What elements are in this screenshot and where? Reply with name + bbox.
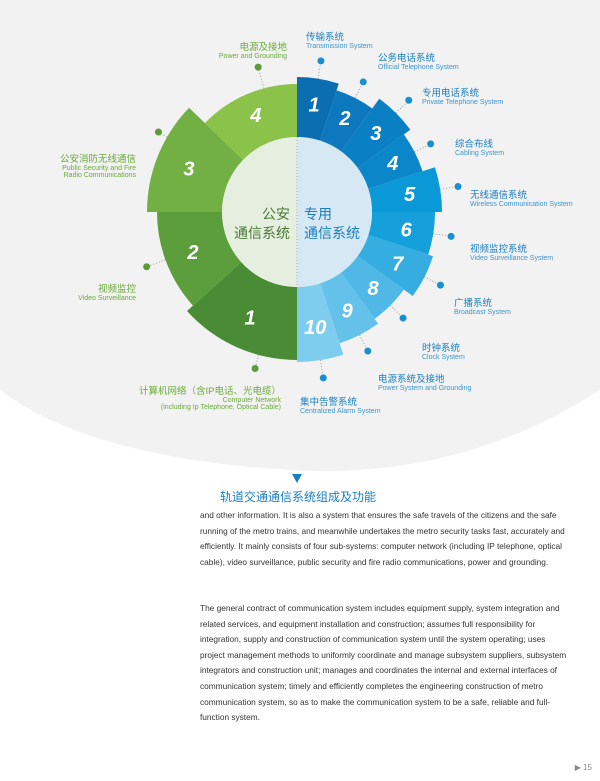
blue-10-arrow-icon <box>319 374 327 382</box>
blue-segment-1 <box>297 77 339 141</box>
blue-segment-7-number: 7 <box>392 253 404 275</box>
left-center-title: 公安通信系统 <box>234 206 290 241</box>
green-1-arrow-icon <box>251 364 259 372</box>
green-3-arrow-icon <box>154 128 162 136</box>
green-2-arrow-icon <box>143 263 151 271</box>
green-segment-1-number: 1 <box>244 308 255 330</box>
blue-segment-6 <box>368 212 435 255</box>
blue-segment-5-number: 5 <box>404 184 416 206</box>
blue-1-arrow-icon <box>317 57 325 65</box>
blue-3-arrow-icon <box>405 96 413 104</box>
blue-segment-3-number: 3 <box>370 123 381 145</box>
right-center-title: 专用通信系统 <box>304 206 360 241</box>
blue-segment-8-number: 8 <box>367 278 379 300</box>
blue-9-arrow-icon <box>364 347 372 355</box>
figure-caption: 轨道交通通信系统组成及功能 <box>220 490 377 504</box>
blue-segment-3 <box>341 98 411 168</box>
paragraph-2: The general contract of communication sy… <box>200 603 567 723</box>
green-segment-4-number: 4 <box>249 105 261 127</box>
green-1-leader <box>254 354 260 369</box>
blue-5-leader <box>440 186 459 190</box>
blue-8-arrow-icon <box>399 314 407 322</box>
page-number: ▶ 15 <box>574 763 592 772</box>
blue-segment-4 <box>357 134 423 189</box>
paragraph-1: and other information. It is also a syst… <box>200 510 565 567</box>
green-segment-2-number: 2 <box>186 242 198 264</box>
blue-segment-6-number: 6 <box>401 219 413 241</box>
blue-segment-2 <box>320 90 373 152</box>
inner-circle-right <box>297 137 372 287</box>
green-segment-4 <box>204 84 297 160</box>
blue-segment-5 <box>368 167 442 212</box>
blue-9-leader <box>359 334 369 352</box>
green-2-leader <box>146 259 166 268</box>
blue-segment-4-number: 4 <box>386 153 398 175</box>
blue-6-arrow-icon <box>447 232 455 240</box>
blue-segment-9 <box>320 272 379 344</box>
blue-segment-10 <box>297 283 344 362</box>
green-4-leader <box>257 66 265 89</box>
blue-segment-1-number: 1 <box>308 94 319 116</box>
blue-6-leader <box>433 233 452 237</box>
blue-5-arrow-icon <box>454 183 462 191</box>
label-computer-network: 计算机网络（含IP电话、光电缆）Computer Network(includi… <box>139 386 281 412</box>
green-segment-3 <box>147 107 244 212</box>
caption-arrow-icon <box>292 474 302 483</box>
blue-2-arrow-icon <box>359 78 367 86</box>
blue-7-arrow-icon <box>436 281 444 289</box>
blue-segment-7 <box>357 235 434 297</box>
blue-segment-2-number: 2 <box>338 108 350 130</box>
blue-10-leader <box>319 360 324 379</box>
blue-4-arrow-icon <box>427 140 435 148</box>
green-segment-2 <box>157 212 242 306</box>
green-segment-1 <box>187 262 297 360</box>
blue-segment-9-number: 9 <box>342 300 354 322</box>
inner-circle-left <box>222 137 297 287</box>
green-segment-3-number: 3 <box>183 158 194 180</box>
blue-segment-10-number: 10 <box>304 317 326 339</box>
blue-segment-8 <box>341 256 404 319</box>
green-4-arrow-icon <box>254 63 262 71</box>
